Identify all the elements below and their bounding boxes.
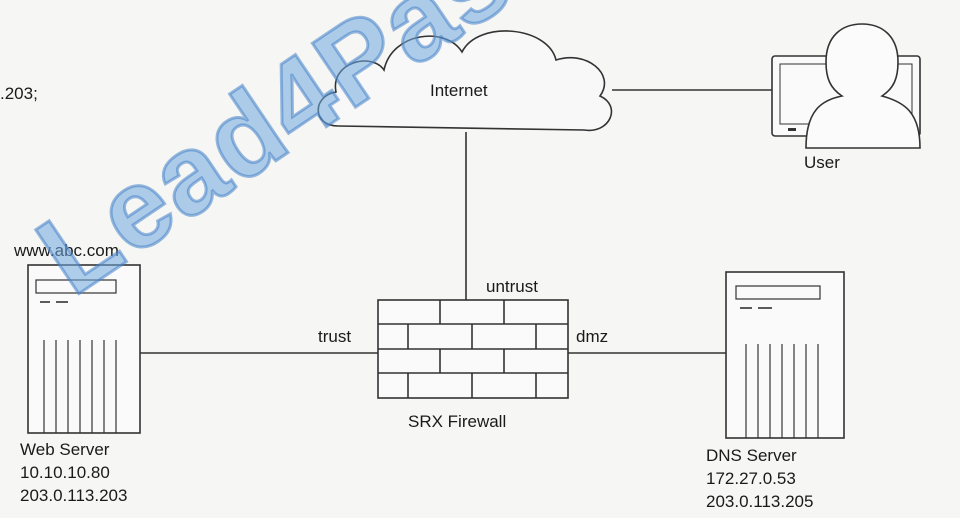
web-server-title: Web Server	[20, 440, 110, 459]
firewall-label: SRX Firewall	[408, 412, 507, 431]
web-server-public-ip: 203.0.113.203	[20, 486, 128, 505]
cloud-icon	[317, 30, 613, 132]
dmz-zone-label: dmz	[576, 327, 609, 346]
firewall-icon	[377, 299, 569, 399]
dns-server-public-ip: 203.0.113.205	[706, 492, 814, 511]
web-server-private-ip: 10.10.10.80	[20, 463, 110, 482]
user-label: User	[804, 153, 840, 172]
connections	[140, 89, 772, 354]
dns-server-private-ip: 172.27.0.53	[706, 469, 796, 488]
cropped-config-text: .203;	[0, 84, 38, 103]
user-icon	[771, 23, 921, 149]
dns-server-icon	[725, 271, 845, 439]
internet-label: Internet	[430, 81, 488, 100]
dns-server-title: DNS Server	[706, 446, 797, 465]
trust-zone-label: trust	[318, 327, 352, 346]
web-domain-label: www.abc.com	[14, 241, 119, 260]
person-icon	[805, 23, 921, 149]
untrust-zone-label: untrust	[486, 277, 538, 296]
web-server-icon	[27, 264, 141, 434]
